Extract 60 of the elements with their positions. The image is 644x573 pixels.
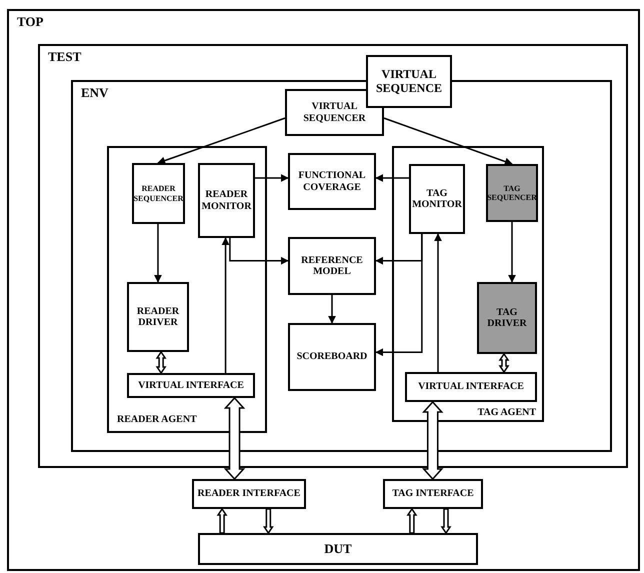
box-label: TEST — [48, 50, 82, 65]
arrow — [375, 174, 409, 182]
box-label: FUNCTIONAL COVERAGE — [297, 170, 367, 193]
process-box — [198, 163, 255, 238]
agent-box — [392, 146, 544, 422]
interface-box — [405, 372, 537, 402]
arrow — [229, 238, 289, 265]
process-box — [366, 55, 452, 108]
arrow — [255, 174, 289, 182]
box-label: READER SEQUENCER — [134, 184, 184, 203]
agent-box — [107, 146, 267, 433]
process-box — [409, 164, 465, 234]
arrow — [154, 224, 162, 283]
box-label: TAG INTERFACE — [392, 488, 474, 500]
container-box — [38, 44, 628, 468]
box-label: DUT — [324, 542, 352, 556]
hollow-arrow — [498, 352, 510, 374]
hollow-arrow — [406, 508, 418, 534]
box-label: TAG SEQUENCER — [487, 184, 537, 202]
box-label: READER MONITOR — [202, 189, 252, 212]
process-box — [288, 237, 376, 295]
box-label: READER INTERFACE — [198, 488, 300, 500]
arrow — [157, 117, 286, 164]
box-label: SCOREBOARD — [296, 351, 368, 363]
interface-box — [127, 373, 255, 398]
interface-box — [192, 479, 306, 509]
hollow-arrow — [224, 396, 246, 480]
box-label: ENV — [81, 86, 108, 101]
box-label: READER AGENT — [117, 414, 197, 425]
box-label: TOP — [17, 15, 44, 30]
box-label: REFERENCE MODEL — [300, 254, 364, 278]
process-box — [288, 153, 376, 210]
process-box — [288, 323, 376, 391]
hollow-arrow — [156, 350, 166, 374]
hollow-arrow — [262, 508, 274, 534]
arrow — [508, 222, 516, 283]
arrow — [434, 233, 442, 372]
process-box — [132, 163, 185, 224]
process-box — [477, 282, 537, 354]
box-label: READER DRIVER — [136, 306, 180, 328]
process-box — [198, 533, 478, 565]
box-label: VIRTUAL INTERFACE — [138, 380, 244, 392]
arrow — [384, 117, 513, 166]
hollow-arrow — [216, 508, 228, 534]
box-label: TAG DRIVER — [486, 306, 528, 330]
hollow-arrow — [440, 508, 452, 534]
arrow — [375, 234, 423, 356]
box-label: VIRTUAL SEQUENCER — [302, 101, 367, 124]
arrow — [328, 295, 336, 324]
box-label: TAG AGENT — [478, 406, 536, 418]
container-box — [71, 80, 612, 452]
box-label: TAG MONITOR — [412, 188, 462, 210]
interface-box — [383, 479, 483, 509]
box-label: VIRTUAL INTERFACE — [418, 381, 524, 393]
arrow — [222, 237, 230, 373]
container-box — [7, 9, 640, 571]
hollow-arrow — [422, 400, 444, 480]
process-box — [486, 164, 538, 222]
box-label: VIRTUAL SEQUENCE — [374, 68, 444, 96]
process-box — [127, 282, 189, 352]
